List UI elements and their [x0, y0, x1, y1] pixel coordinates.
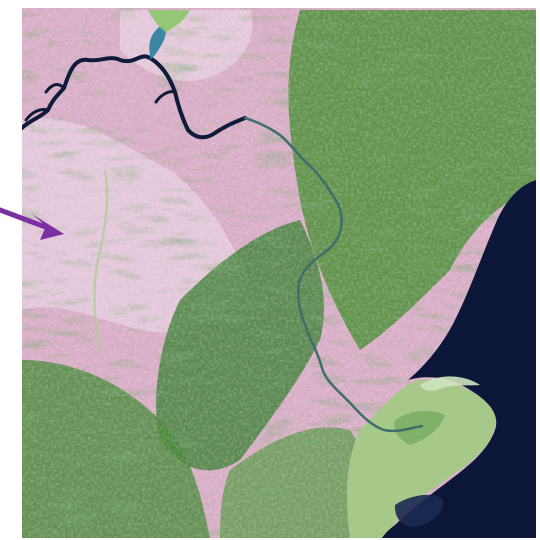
satellite-image	[22, 8, 536, 538]
arrow-right-icon	[32, 214, 64, 240]
delta-fields	[394, 410, 445, 445]
river	[243, 116, 424, 433]
reservoir	[22, 54, 247, 140]
reservoir-inlet	[24, 83, 177, 122]
delta-spit	[420, 376, 480, 391]
tributary	[93, 169, 109, 351]
sea	[382, 180, 536, 538]
river-delta	[347, 379, 496, 538]
upper-valley	[148, 10, 190, 32]
pointer-arrow	[0, 207, 64, 240]
lagoon	[394, 494, 444, 527]
upper-lake	[149, 25, 166, 60]
